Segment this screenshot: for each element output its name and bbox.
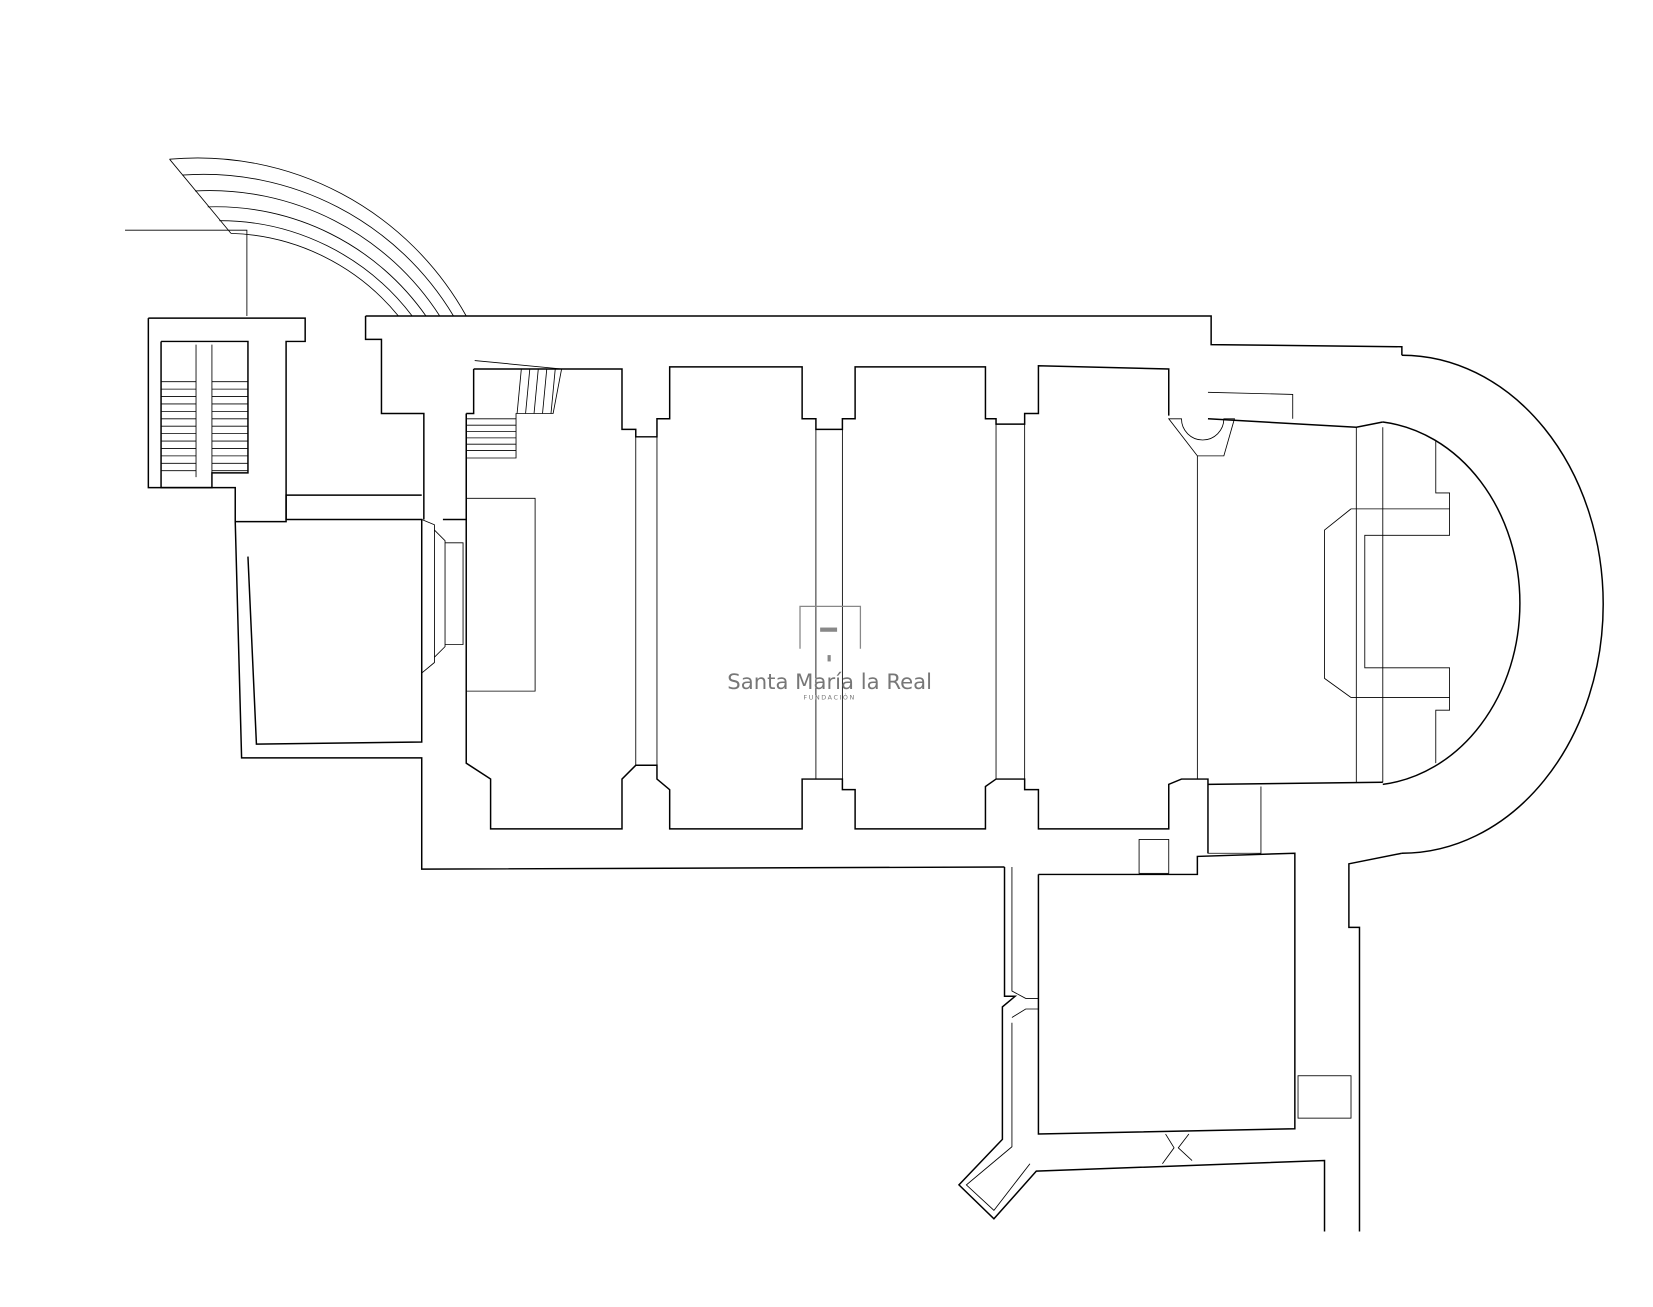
apse [1167,391,1521,786]
lower-annex [957,786,1352,1232]
watermark-subtitle: FUNDACIÓN [803,693,855,702]
stair-tread [533,368,539,414]
curved-steps [125,157,467,317]
stair-tower [147,317,306,523]
stair-tread [550,368,556,414]
stair-tread [525,368,531,414]
stair-tread [516,368,522,414]
nave-bays [465,360,1209,854]
nave-outline [364,315,1604,1232]
watermark-name: Santa María la Real [727,669,932,694]
left-annex [234,494,1005,870]
stair-tread [542,368,548,414]
watermark-logo: Santa María la Real FUNDACIÓN [727,605,932,702]
